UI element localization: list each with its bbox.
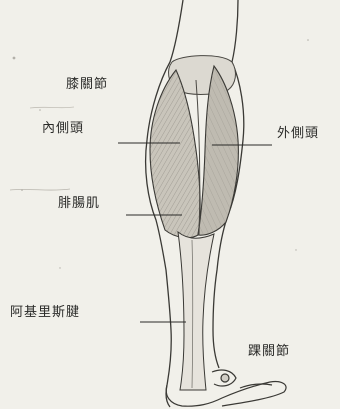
label-knee-joint: 膝關節 [66, 78, 108, 91]
label-ankle-joint: 踝關節 [248, 345, 290, 358]
achilles-tendon-shape [178, 232, 214, 390]
label-gastrocnemius: 腓腸肌 [58, 197, 100, 210]
label-medial-head: 內側頭 [42, 122, 84, 135]
label-lateral-head: 外側頭 [277, 127, 319, 140]
label-achilles-tendon: 阿基里斯腱 [10, 306, 80, 319]
